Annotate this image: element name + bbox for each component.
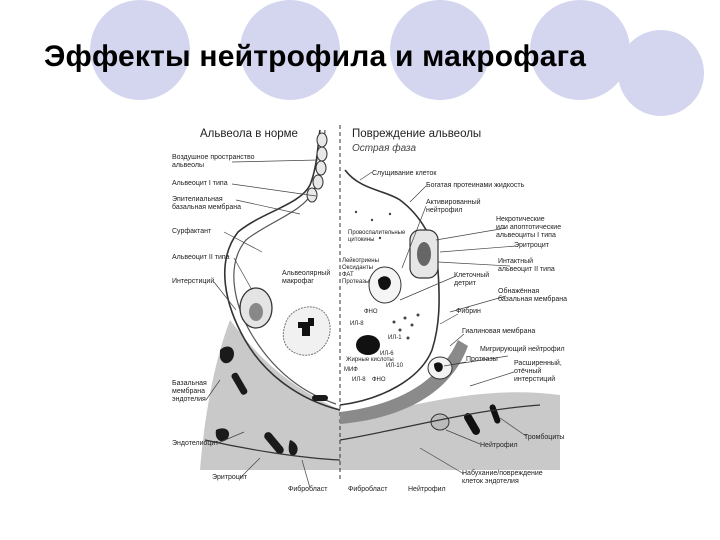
label-proteases: Протеазы (466, 356, 498, 363)
label-il6: ИЛ-6 (380, 351, 394, 357)
label-fibroblast-left: Фибробласт (288, 486, 328, 493)
left-heading: Альвеола в норме (200, 128, 298, 140)
label-tnf-1: ФНО (364, 309, 378, 315)
right-heading: Повреждение альвеолы (352, 128, 482, 140)
left-alveolar-wall (223, 129, 341, 411)
right-subheading: Острая фаза (352, 143, 417, 154)
label-airspace: Воздушное пространство альвеолы (172, 154, 255, 169)
label-intact-type-ii: Интактный альвеоцит II типа (498, 258, 555, 273)
label-tnf-2: ФНО (372, 377, 386, 383)
label-necrotic-type-i: Некротические или апоптотические альвеоц… (496, 216, 562, 239)
label-epithelial-bm: Эпителиальная базальная мембрана (172, 196, 241, 211)
label-hyaline: Гиалиновая мембрана (462, 328, 536, 335)
label-sloughing: Слущивание клеток (372, 170, 437, 177)
label-type-ii: Альвеоцит II типа (172, 254, 230, 261)
label-il8-2: ИЛ-8 (352, 377, 366, 383)
label-macrophage: Альвеолярный макрофаг (282, 270, 331, 285)
capillary-right (339, 404, 541, 441)
left-leader-lines (205, 159, 319, 489)
label-fatty-acids: Жирные кислоты (346, 357, 394, 363)
label-denuded-bm: Обнажённая базальная мембрана (498, 288, 567, 303)
left-tissue-cells (215, 346, 328, 456)
label-fibroblast-right: Фибробласт (348, 486, 388, 493)
decor-circle-5 (618, 30, 704, 116)
label-il10: ИЛ-10 (386, 363, 403, 369)
label-activated-neutrophil: Активированный нейтрофил (426, 199, 481, 214)
label-migrating-neutrophil: Мигрирующий нейтрофил (480, 346, 565, 353)
label-erythrocyte-right: Эритроцит (514, 242, 549, 249)
label-erythrocyte-left: Эритроцит (212, 474, 247, 481)
label-endothelial-bm: Базальная мембрана эндотелия (172, 380, 207, 403)
label-interstitium: Интерстиций (172, 278, 215, 285)
label-mediators: Лейкотриены Оксиданты ФАТ Протеазы (342, 258, 379, 285)
decor-circle-2 (240, 0, 340, 100)
label-neutrophil-2: Нейтрофил (408, 486, 446, 493)
label-surfactant: Сурфактант (172, 228, 212, 235)
label-mif: МИФ (344, 367, 358, 373)
slide-title: Эффекты нейтрофила и макрофага (44, 40, 587, 73)
label-endotheliocyte: Эндотелиоцит (172, 440, 219, 447)
label-fibrin: Фибрин (456, 308, 481, 315)
label-type-i: Альвеоцит I типа (172, 180, 228, 187)
decor-circle-4 (530, 0, 630, 100)
capillary-left (204, 439, 341, 461)
alveolar-cell-chain (306, 132, 328, 203)
label-il8-1: ИЛ-8 (350, 321, 364, 327)
label-platelets: Тромбоциты (524, 434, 565, 441)
label-neutrophil-1: Нейтрофил (480, 442, 518, 449)
label-protein-fluid: Богатая протеинами жидкость (426, 182, 525, 189)
decor-circle-3 (390, 0, 490, 100)
right-tissue-cells (356, 229, 501, 435)
hyaline-membrane (340, 340, 468, 424)
decor-circle-1 (90, 0, 190, 100)
label-il1: ИЛ-1 (388, 335, 402, 341)
label-cell-debris: Клеточный детрит (454, 272, 490, 287)
label-endothelial-injury: Набухание/повреждение клеток эндотелия (462, 470, 543, 485)
fibrin-specks (354, 210, 420, 340)
interstitium-tissue (200, 320, 560, 470)
label-edema: Расширенный, отёчный интерстиций (514, 360, 562, 383)
label-proinflammatory: Провоспалительные цитокины (348, 230, 406, 243)
right-leader-lines (359, 171, 527, 475)
